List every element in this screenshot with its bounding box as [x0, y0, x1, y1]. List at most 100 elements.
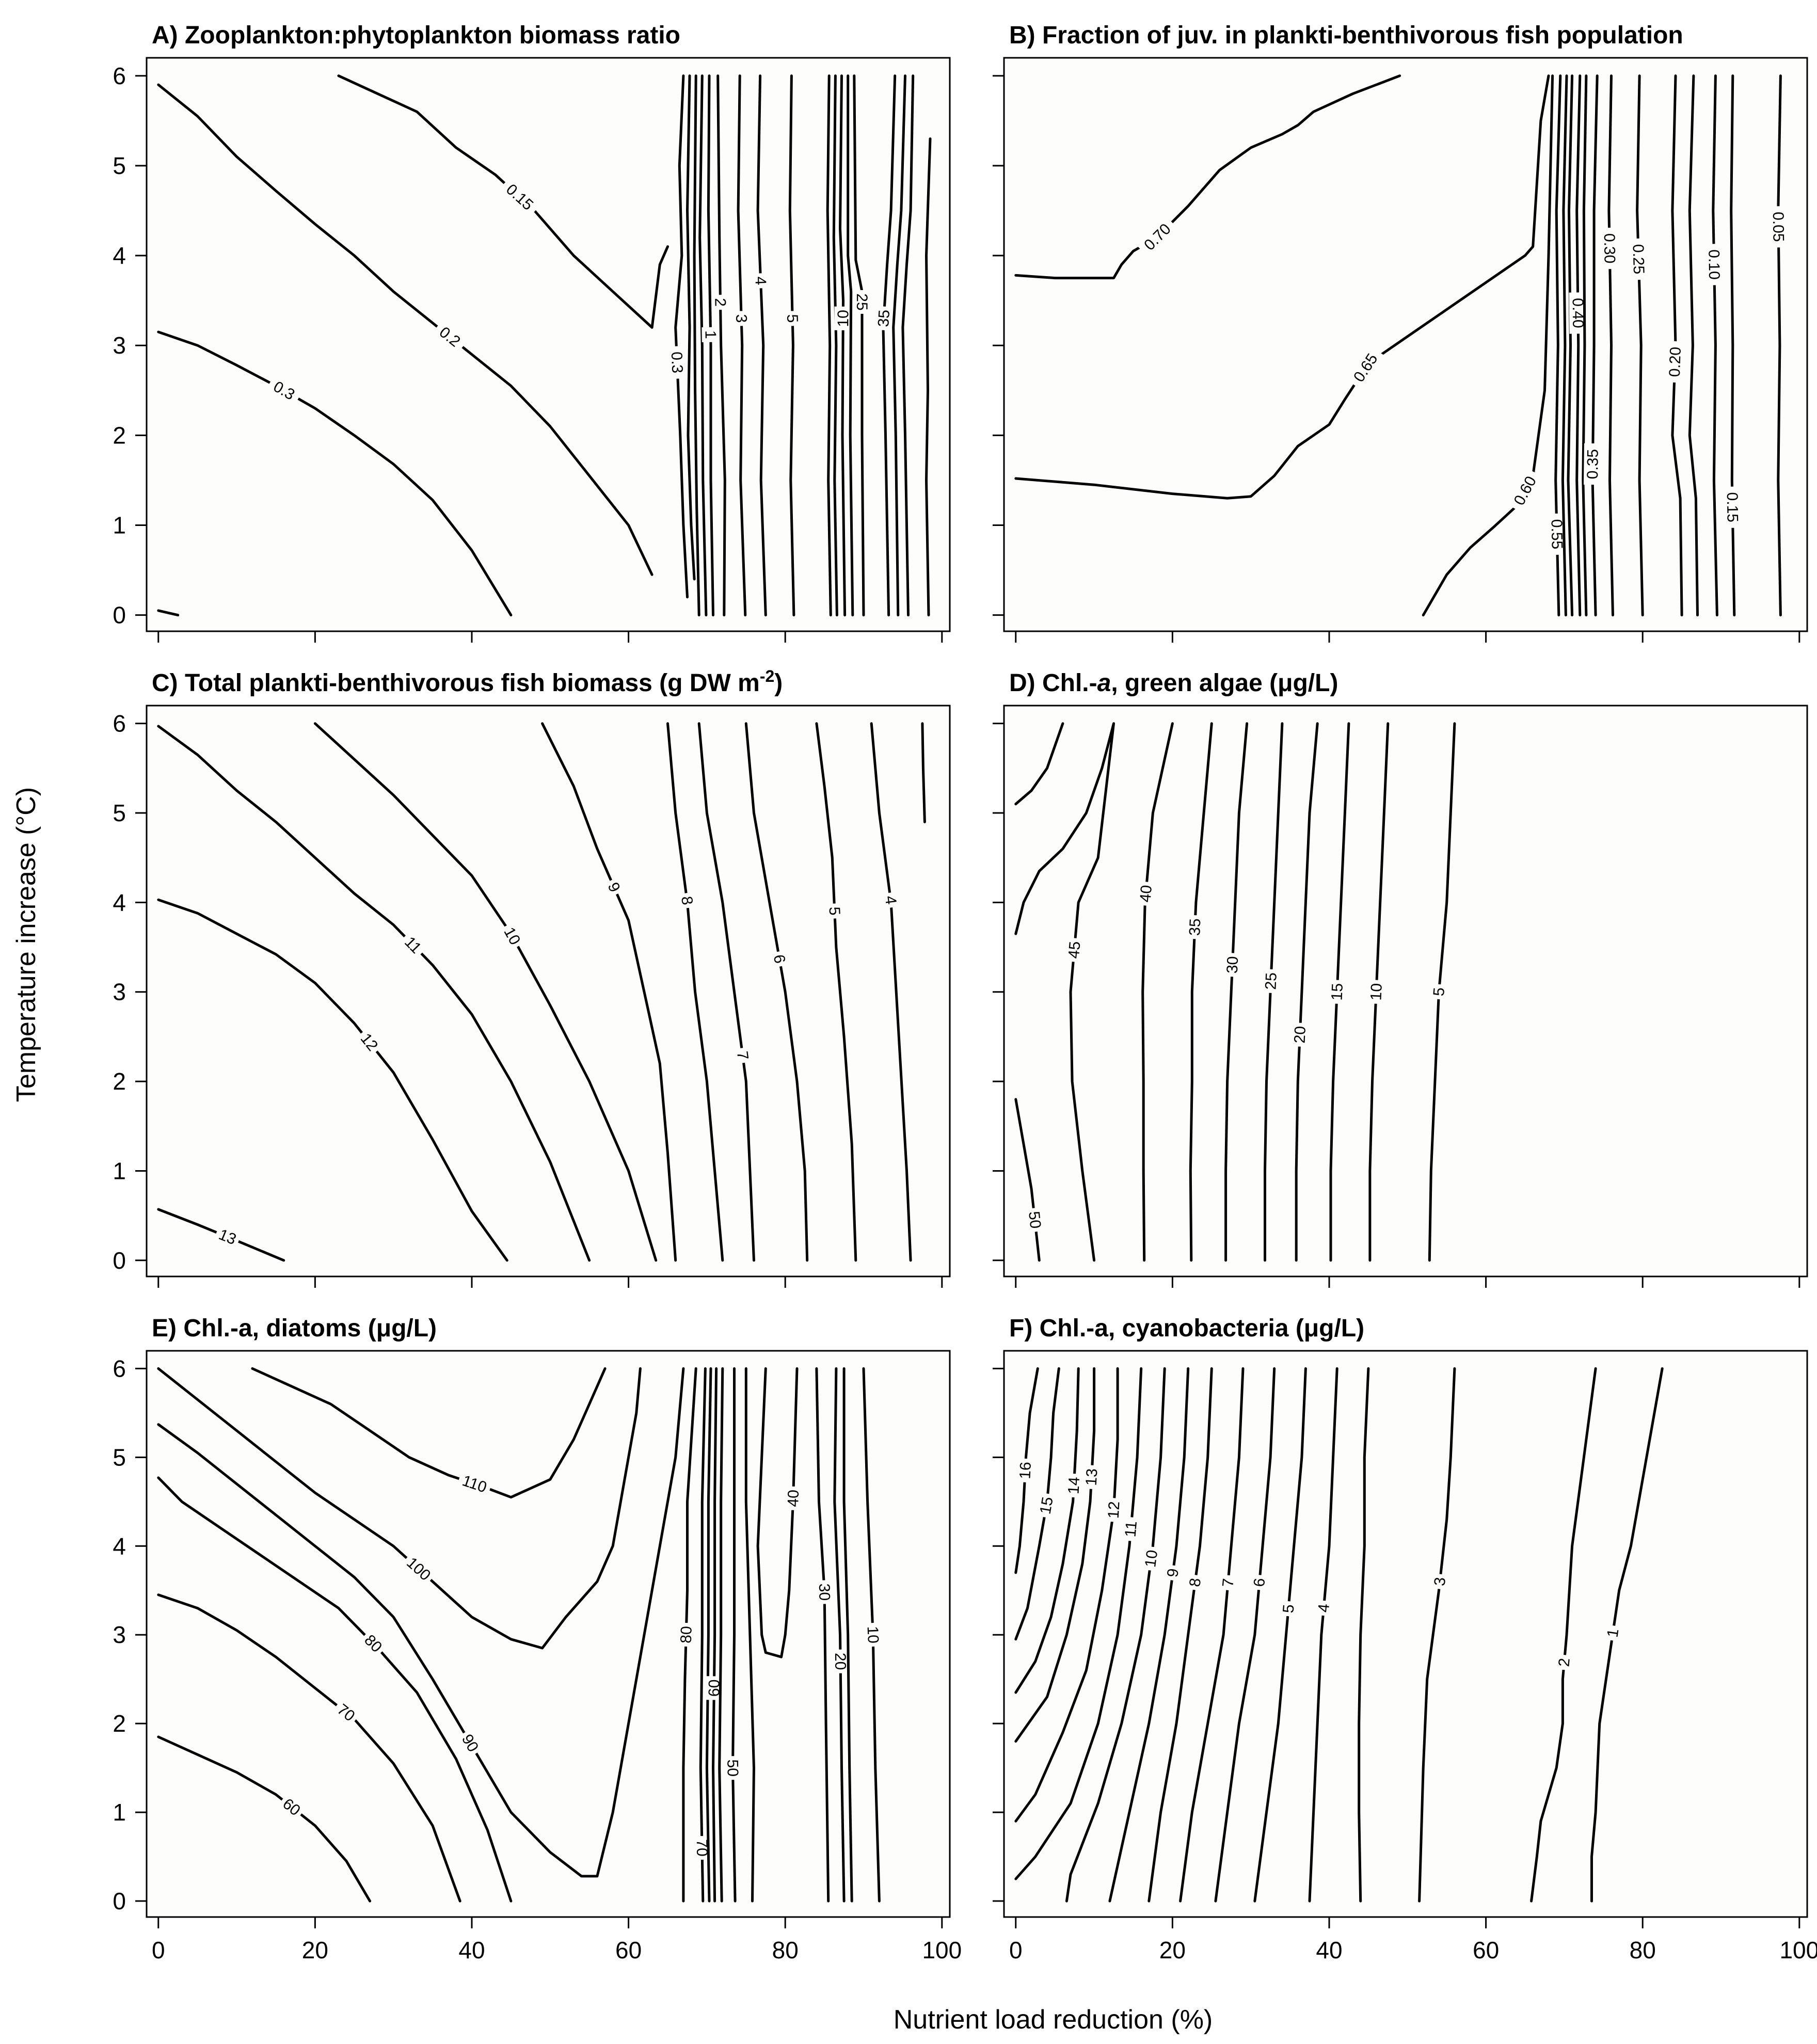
panel-title-tail: ): [774, 669, 783, 697]
contour-label-group: 9: [1163, 1564, 1183, 1582]
y-tick-label: 0: [113, 1888, 126, 1914]
contour-label: 4: [752, 276, 769, 285]
contour-label: 0.05: [1770, 212, 1787, 242]
contour-line: [1567, 74, 1574, 617]
contour-label-background: [881, 891, 901, 909]
x-tick-label: 20: [1159, 1937, 1186, 1963]
y-tick-label: 5: [113, 1444, 126, 1471]
contour-label: 2: [1556, 1657, 1573, 1668]
contour-label: 3: [1431, 1576, 1449, 1587]
panels-layer: A) Zooplankton:phytoplankton biomass rat…: [113, 22, 1817, 1963]
contour-label-group: 8: [1185, 1574, 1205, 1591]
contour-line: [1141, 722, 1174, 1262]
contour-line: [756, 1367, 799, 1658]
contour-label-group: 6: [769, 950, 790, 968]
contour-line: [1418, 1367, 1456, 1903]
plot-frame: [146, 705, 951, 1278]
y-tick-label: 3: [113, 1621, 126, 1648]
contour-label: 25: [853, 293, 870, 310]
contour-label-group: 13: [1082, 1464, 1101, 1490]
contour-label-background: [693, 1835, 711, 1860]
contour-line: [737, 74, 747, 617]
contour-line: [718, 1367, 724, 1903]
contour-label-background: [1262, 969, 1281, 994]
contour-label: 80: [678, 1626, 695, 1643]
contour-label: 5: [1430, 987, 1448, 997]
contour-label: 6: [1251, 1577, 1268, 1588]
contour-line: [1214, 1367, 1276, 1903]
contour-label-background: [1600, 227, 1619, 269]
contour-label-background: [1025, 1207, 1045, 1233]
contour-label-background: [1367, 979, 1386, 1004]
contour-label-background: [1430, 1573, 1449, 1590]
contour-label: 0.25: [1629, 244, 1647, 274]
contour-label-group: 5: [825, 903, 844, 919]
contour-label-background: [1279, 1600, 1298, 1617]
x-tick-label: 100: [1779, 1937, 1817, 1963]
contour-line: [815, 722, 857, 1262]
contour-label-background: [732, 1047, 753, 1064]
contour-line: [157, 1367, 642, 1650]
contour-label-background: [1136, 881, 1156, 906]
contour-line: [1014, 74, 1401, 280]
contour-label-background: [1035, 1492, 1057, 1519]
contour-line: [1014, 1367, 1119, 1823]
contour-line: [157, 1593, 461, 1903]
contour-line: [1561, 74, 1568, 617]
panel-b: B) Fraction of juv. in plankti-benthivor…: [993, 22, 1808, 643]
x-tick-label: 60: [615, 1937, 642, 1963]
contour-label-group: 0.15: [1723, 486, 1742, 528]
contour-label: 0.3: [668, 352, 686, 374]
contour-label-background: [667, 345, 687, 379]
contour-line: [1014, 1367, 1096, 1743]
x-tick-label: 80: [1630, 1937, 1656, 1963]
contour-label-background: [1104, 1497, 1123, 1523]
contour-label: 0.35: [1584, 449, 1602, 480]
contour-line: [1253, 1367, 1307, 1903]
x-tick-label: 0: [152, 1937, 165, 1963]
contour-label-background: [864, 1622, 883, 1647]
contour-label-group: 50: [724, 1755, 742, 1780]
x-tick-label: 40: [1316, 1937, 1342, 1963]
contour-line: [1358, 1367, 1370, 1903]
contour-label-group: 0.30: [1600, 227, 1619, 269]
contour-line: [842, 1367, 853, 1903]
contour-label-background: [265, 375, 303, 407]
contour-label-background: [1064, 937, 1085, 963]
contour-line: [705, 1367, 712, 1903]
contour-label-background: [331, 1698, 361, 1727]
contour-label: 8: [678, 895, 696, 906]
contour-line: [1014, 722, 1115, 1262]
contour-label-background: [398, 930, 428, 960]
contour-line: [1607, 74, 1614, 617]
contour-label-group: 12: [1104, 1497, 1123, 1523]
contour-label: 3: [732, 314, 750, 323]
contour-label-background: [677, 1622, 695, 1647]
contour-label: 7: [734, 1050, 752, 1061]
contour-line: [1295, 722, 1319, 1262]
y-tick-label: 3: [113, 979, 126, 1005]
contour-line: [1065, 1367, 1166, 1903]
contour-line: [833, 1367, 846, 1903]
contour-line: [313, 722, 658, 1262]
y-tick-label: 1: [113, 1157, 126, 1184]
contour-label-group: 60: [277, 1793, 307, 1822]
contour-label-group: 10: [864, 1622, 883, 1647]
contour-label-background: [499, 921, 526, 951]
contour-line: [925, 137, 932, 617]
y-tick-label: 1: [113, 512, 126, 539]
contour-label-group: 6: [1250, 1574, 1269, 1591]
contour-label: 1: [702, 330, 719, 339]
contour-label-background: [677, 892, 697, 909]
contour-label-background: [831, 1649, 850, 1673]
contour-label-group: 9: [603, 876, 625, 898]
contour-label: 14: [1065, 1476, 1083, 1494]
contour-label-background: [1507, 468, 1543, 513]
contour-label-background: [1723, 486, 1742, 528]
contour-label: 35: [1186, 918, 1204, 936]
contour-label-group: 1: [1603, 1624, 1623, 1642]
contour-label-background: [1548, 513, 1567, 555]
contour-label: 15: [1037, 1495, 1057, 1515]
contour-label-group: 0.70: [1136, 216, 1178, 258]
contour-line: [839, 74, 847, 617]
